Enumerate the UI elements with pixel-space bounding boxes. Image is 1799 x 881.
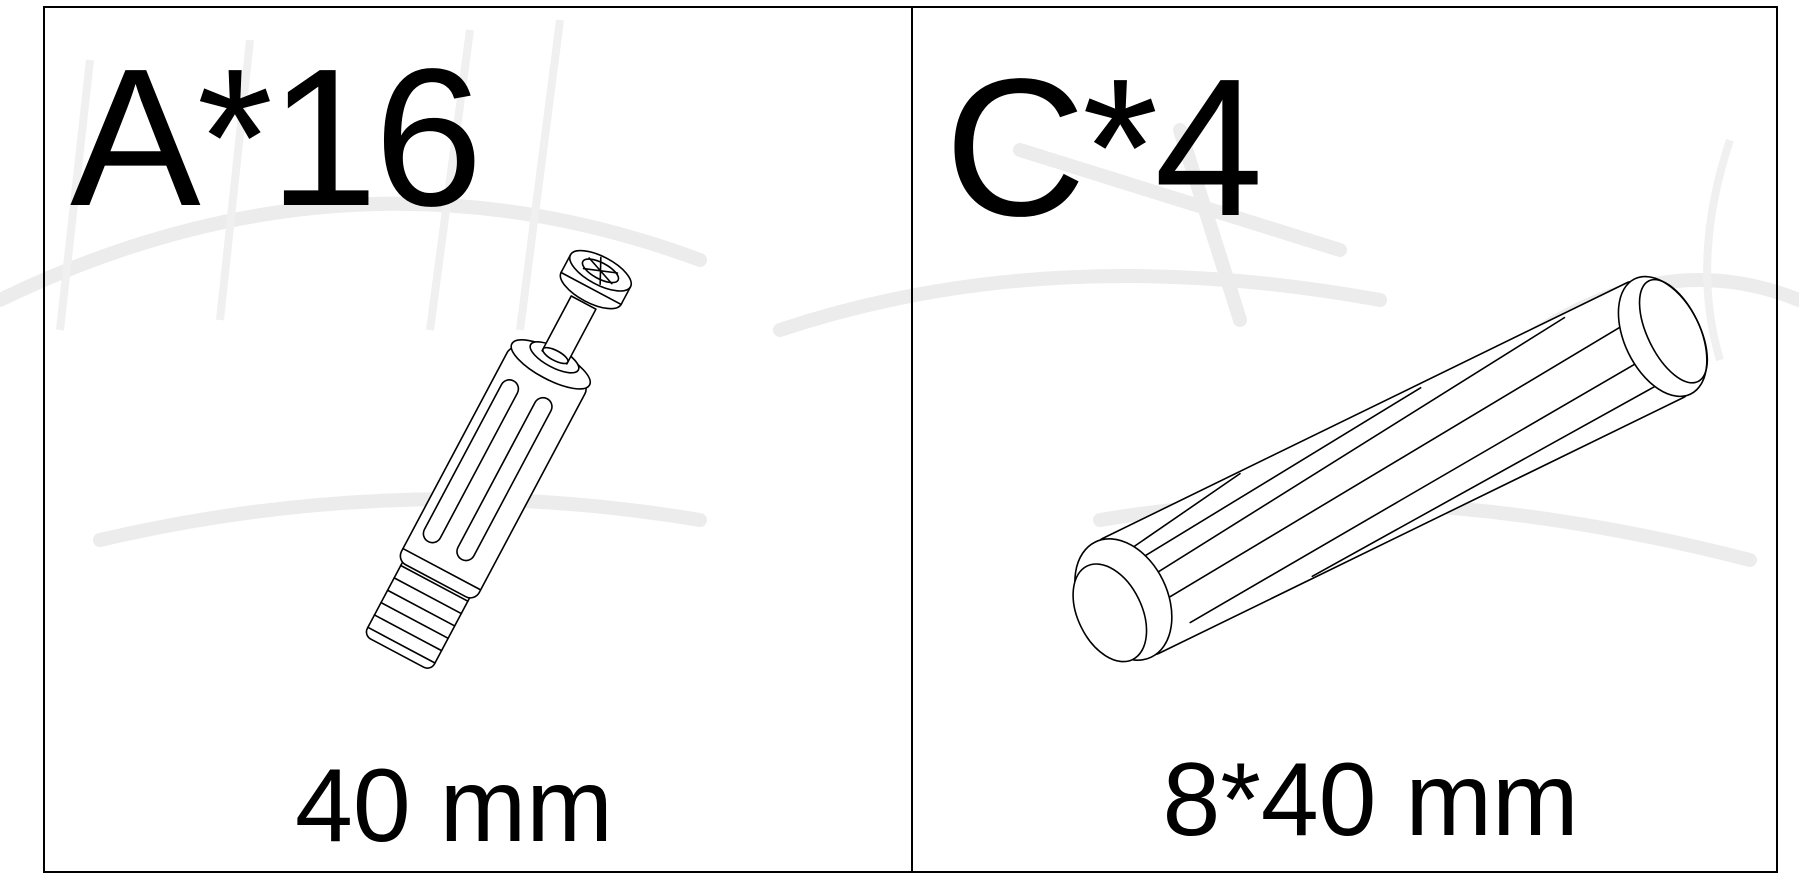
part-code-label: C*4: [944, 38, 1264, 257]
bolt-head: [559, 249, 633, 310]
part-code-label: A*16: [70, 28, 483, 247]
part-cell-c: C*4 8*40 mm: [910, 8, 1777, 871]
part-cell-a: A*16 40 mm: [45, 8, 911, 871]
part-size-label: 8*40 mm: [1162, 742, 1579, 858]
part-size-label: 40 mm: [295, 748, 613, 864]
bolt-body: [399, 346, 587, 599]
bolt-neck: [541, 295, 597, 365]
cam-lock-bolt-icon: [365, 249, 633, 669]
fluted-wooden-dowel-icon: [1071, 275, 1708, 663]
parts-grid: A*16 40 mm C*4 8*40 mm: [43, 6, 1778, 873]
